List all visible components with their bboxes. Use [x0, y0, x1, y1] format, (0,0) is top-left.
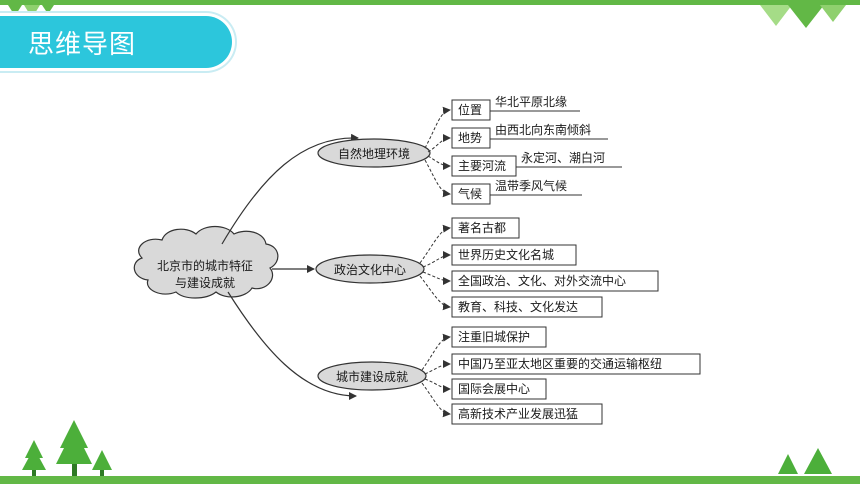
leaf-location-value: 华北平原北缘: [495, 95, 567, 109]
top-right-triangles: [760, 5, 846, 28]
branch-political-connectors: [419, 224, 451, 311]
leaf-world-heritage-city: 世界历史文化名城: [451, 244, 577, 266]
connector-root-construction: [227, 291, 357, 400]
root-line-2: 与建设成就: [175, 276, 235, 290]
leaf-old-city-protection-text: 注重旧城保护: [458, 329, 530, 344]
leaf-climate-value: 温带季风气候: [495, 178, 567, 193]
page-title: 思维导图: [28, 30, 137, 60]
leaf-exhibition-center: 国际会展中心: [451, 378, 547, 400]
leaf-education: 教育、科技、文化发达: [451, 296, 603, 318]
leaf-climate: 气候 温带季风气候: [451, 178, 582, 205]
leaf-old-city-protection: 注重旧城保护: [451, 326, 547, 348]
leaf-ancient-capital: 著名古都: [451, 217, 520, 239]
leaf-ancient-capital-text: 著名古都: [458, 220, 506, 235]
branch-natural-connectors: [424, 106, 451, 198]
root-cloud-shape: [133, 225, 279, 299]
root-line-1: 北京市的城市特征: [157, 258, 253, 273]
branch-political: 政治文化中心: [315, 254, 425, 284]
root-node: 北京市的城市特征 与建设成就: [133, 225, 279, 299]
leaf-terrain: 地势 由西北向东南倾斜: [451, 122, 608, 149]
branch-natural: 自然地理环境: [317, 138, 431, 168]
leaf-terrain-key: 地势: [458, 131, 482, 145]
leaf-high-tech: 高新技术产业发展迅猛: [451, 403, 603, 425]
leaf-exhibition-center-text: 国际会展中心: [458, 381, 530, 396]
leaf-world-heritage-city-text: 世界历史文化名城: [458, 247, 554, 262]
tree-right-decor: [778, 448, 832, 474]
branch-construction-label: 城市建设成就: [336, 369, 408, 384]
leaf-rivers-value: 永定河、潮白河: [521, 150, 605, 165]
branch-natural-label: 自然地理环境: [338, 146, 410, 161]
tree-left-decor: [22, 420, 112, 476]
top-left-triangles: [8, 5, 54, 18]
branch-political-label: 政治文化中心: [334, 262, 406, 277]
leaf-location-key: 位置: [458, 102, 482, 117]
connector-root-natural: [221, 133, 359, 245]
leaf-education-text: 教育、科技、文化发达: [458, 299, 578, 314]
branch-construction: 城市建设成就: [317, 361, 427, 391]
bottom-decor-bar: [0, 476, 860, 484]
leaf-climate-key: 气候: [458, 186, 482, 201]
leaf-high-tech-text: 高新技术产业发展迅猛: [458, 406, 578, 421]
leaf-terrain-value: 由西北向东南倾斜: [495, 122, 591, 137]
branch-construction-oval: [317, 361, 427, 391]
leaf-transport-hub-text: 中国乃至亚太地区重要的交通运输枢纽: [458, 356, 662, 371]
branch-construction-connectors: [421, 333, 451, 418]
branch-political-oval: [315, 254, 425, 284]
leaf-rivers: 主要河流 永定河、潮白河: [451, 150, 622, 177]
top-decor-bar: [0, 0, 860, 5]
leaf-transport-hub: 中国乃至亚太地区重要的交通运输枢纽: [451, 353, 701, 375]
title-banner: 思维导图: [0, 16, 232, 68]
leaf-location: 位置 华北平原北缘: [451, 95, 580, 121]
leaf-rivers-key: 主要河流: [458, 159, 506, 173]
leaf-national-center-text: 全国政治、文化、对外交流中心: [458, 273, 626, 288]
leaf-national-center: 全国政治、文化、对外交流中心: [451, 270, 659, 292]
branch-natural-oval: [317, 138, 431, 168]
